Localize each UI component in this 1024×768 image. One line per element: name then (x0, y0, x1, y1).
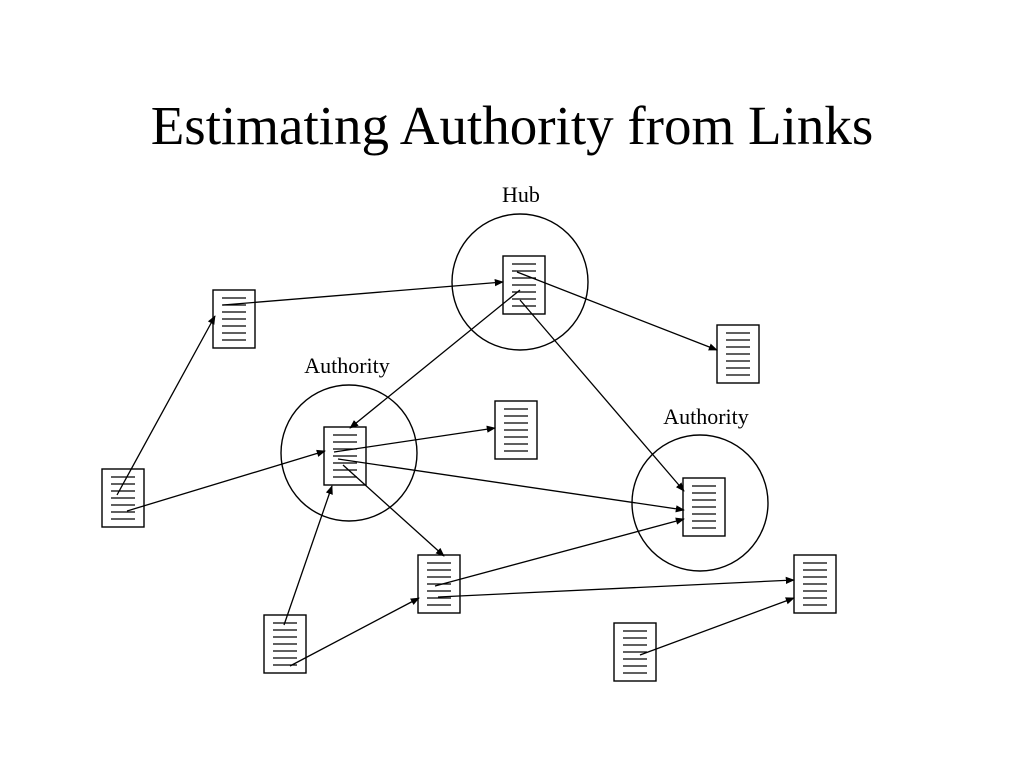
document-authority-right (682, 477, 726, 537)
authority-circle-left (280, 384, 418, 522)
link-arrow (222, 279, 504, 306)
document-top-right (716, 324, 760, 384)
link-arrow (333, 425, 496, 453)
document-top-left (212, 289, 256, 349)
document-center-bottom (417, 554, 461, 614)
document-far-left (101, 468, 145, 528)
hub-label: Hub (502, 182, 540, 207)
authority-circle-right (631, 434, 769, 572)
link-arrow (289, 597, 420, 667)
authority-label-left: Authority (304, 353, 390, 378)
link-arrow (126, 449, 326, 512)
link-arrow (639, 597, 795, 656)
link-arrow (342, 464, 445, 557)
document-middle (494, 400, 538, 460)
link-arrow (434, 517, 685, 587)
hub-circle (451, 213, 589, 351)
document-bottom-right-upper (793, 554, 837, 614)
authority-label-right: Authority (663, 404, 749, 429)
link-arrow (437, 576, 795, 598)
link-arrow (337, 458, 685, 513)
link-arrow (116, 315, 216, 496)
document-authority-left (323, 426, 367, 486)
link-arrow (516, 271, 718, 351)
link-arrow (283, 485, 333, 626)
link-arrow (519, 299, 685, 492)
slide-title: Estimating Authority from Links (150, 95, 874, 156)
link-arrow (349, 289, 521, 429)
